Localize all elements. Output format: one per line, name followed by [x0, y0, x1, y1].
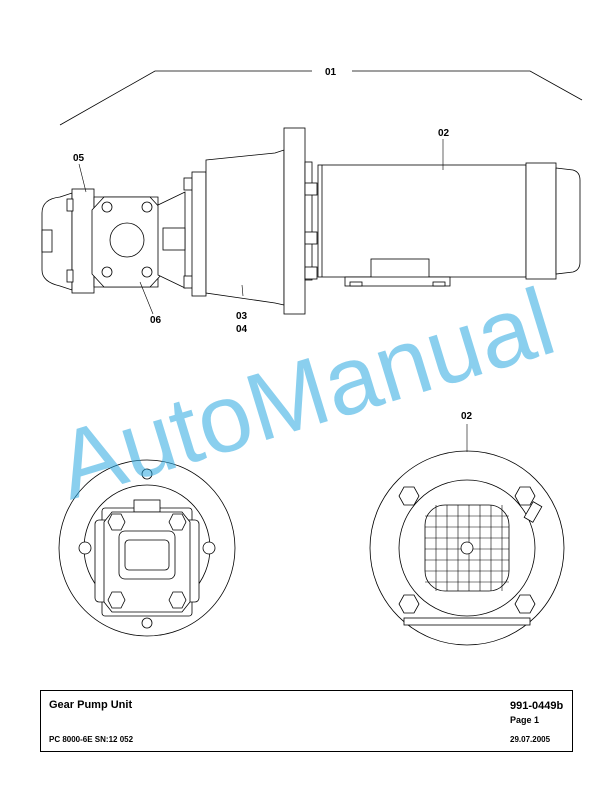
pump-rear-flange: [71, 188, 95, 294]
callout-01: 01: [325, 67, 337, 78]
port-opening: [109, 222, 145, 258]
callout-02-side: 02: [438, 128, 450, 139]
callout-06: 06: [150, 315, 162, 326]
motor-body: [317, 164, 527, 278]
pump-rear-cap: [41, 192, 73, 291]
pump-front-flange: [191, 171, 207, 297]
drawing-date: 29.07.2005: [510, 735, 551, 744]
page-number: Page 1: [510, 715, 540, 725]
motor-foot: [344, 276, 451, 287]
bell-housing: [205, 149, 285, 306]
drawing-title: Gear Pump Unit: [49, 699, 133, 711]
callout-03: 03: [236, 311, 248, 322]
motor-end-view: [369, 450, 565, 646]
mounting-flange: [283, 127, 306, 315]
title-block: Gear Pump Unit PC 8000-6E SN:12 052 991-…: [40, 690, 573, 752]
fan-hub: [460, 541, 474, 555]
motor-fan-cover: [555, 167, 581, 275]
pump-end-view: [58, 459, 236, 637]
motor-end-cap: [525, 162, 557, 280]
assembly-leader-01: [59, 70, 583, 126]
side-view-leaders: [78, 139, 444, 315]
document-number: 991-0449b: [510, 700, 564, 712]
grille-pattern: [425, 505, 509, 591]
callout-05: 05: [73, 153, 85, 164]
callout-04: 04: [236, 324, 248, 335]
callout-02-end: 02: [461, 411, 473, 422]
cable-gland: [523, 501, 543, 523]
machine-model: PC 8000-6E SN:12 052: [49, 735, 134, 744]
side-view: [41, 127, 581, 315]
